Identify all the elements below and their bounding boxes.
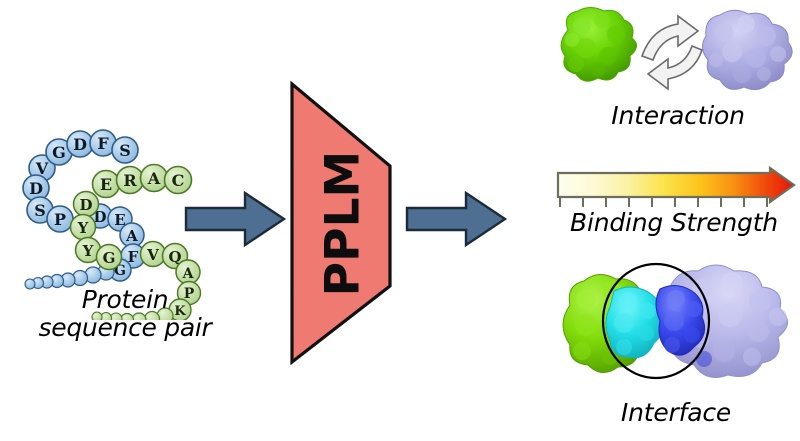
svg-text:G: G [52,143,66,162]
flow-arrow-model-to-outputs [404,188,509,254]
interaction-caption: Interaction [611,101,745,130]
sequence-chain-blue: V G D F S [22,129,146,290]
gradient-arrow-shape [556,165,796,205]
protein-sequence-caption: Protein sequence pair [0,286,250,342]
svg-text:E: E [100,175,112,194]
svg-text:K: K [174,304,186,319]
svg-text:A: A [125,227,138,245]
svg-text:D: D [79,196,92,214]
flow-arrow-input-to-model [183,188,288,254]
svg-text:V: V [146,246,159,264]
svg-text:R: R [123,171,137,190]
svg-text:P: P [54,210,66,229]
binding-strength-bar [548,165,800,213]
svg-text:Q: Q [168,248,181,266]
protein-green-surface [560,7,637,82]
binding-strength-ticks [559,197,768,207]
interface-highlight-circle [601,262,711,380]
svg-text:S: S [119,141,131,160]
svg-text:A: A [182,266,195,282]
svg-text:D: D [29,179,43,198]
interface-caption: Interface [620,398,732,427]
binding-strength-caption: Binding Strength [570,208,778,237]
pplm-model-block [268,78,418,368]
svg-text:G: G [103,249,116,267]
interface-patch-blue [655,285,712,367]
svg-text:S: S [34,201,46,220]
svg-text:F: F [128,248,139,266]
caption-line-2: sequence pair [38,313,212,342]
svg-text:V: V [35,159,49,178]
interaction-illustration [556,2,800,102]
protein-sequence-diagram: V G D F S [0,120,250,320]
svg-text:Y: Y [82,242,94,260]
svg-text:C: C [172,171,185,190]
svg-text:E: E [114,211,125,229]
svg-text:D: D [73,135,87,154]
sequence-chain-green: E R A C D [69,163,202,320]
svg-text:A: A [147,169,161,188]
svg-text:P: P [184,286,195,302]
svg-text:Y: Y [77,219,89,237]
interface-patch-cyan [605,286,664,359]
protein-purple-surface [702,9,793,91]
interface-illustration [552,255,800,400]
interaction-double-arrow-icon [640,14,703,91]
svg-text:G: G [114,263,126,279]
caption-line-1: Protein [81,285,169,314]
svg-text:F: F [97,134,109,153]
svg-text:D: D [93,208,106,226]
